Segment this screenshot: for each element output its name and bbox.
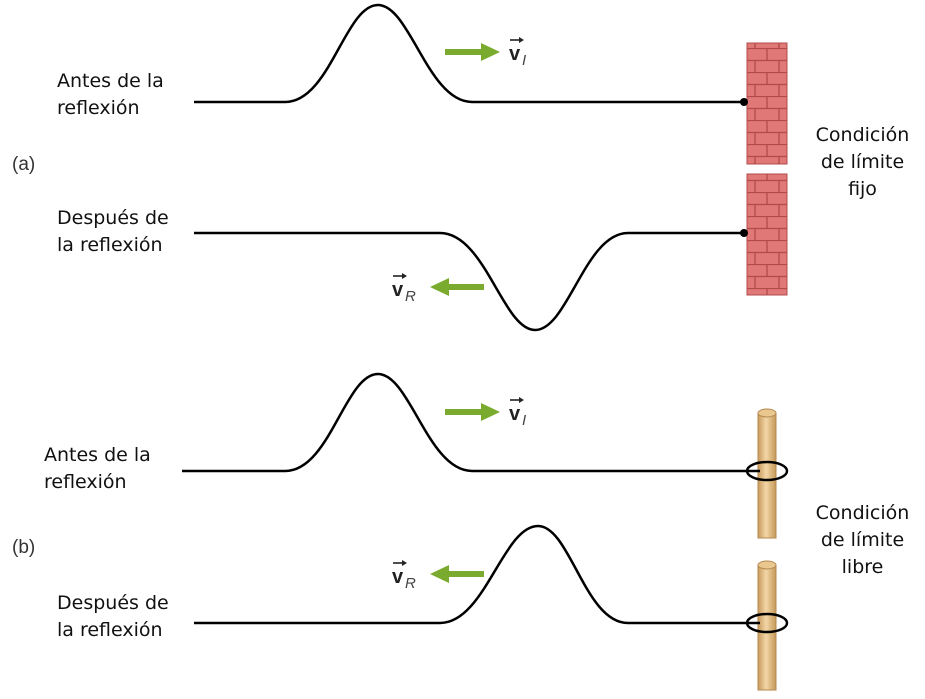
panel-b-tag: (b): [12, 537, 36, 558]
label-line: reflexión: [44, 471, 127, 493]
wave-a-after: [194, 231, 742, 332]
velocity-subscript: R: [405, 575, 416, 592]
label-line: de límite: [820, 529, 905, 551]
brick-wall-upper: [746, 42, 788, 165]
panel-a-condition-label: Condición de límite fijo: [800, 122, 925, 203]
arrow-right-icon: [445, 403, 500, 421]
label-line: la reflexión: [57, 619, 163, 641]
arrow-right-icon: [445, 43, 500, 61]
label-line: libre: [841, 556, 884, 578]
sliding-ring-upper: [745, 460, 789, 482]
panel-a-before-label: Antes de la reflexión: [57, 68, 164, 122]
velocity-subscript: R: [405, 288, 416, 305]
label-line: la reflexión: [57, 234, 163, 256]
label-line: Condición: [815, 124, 910, 146]
velocity-subscript: I: [522, 412, 526, 429]
wall-attachment-dot: [740, 229, 748, 237]
panel-b-before-label: Antes de la reflexión: [44, 442, 151, 496]
velocity-symbol: v: [392, 566, 404, 588]
label-line: fijo: [848, 178, 877, 200]
velocity-symbol: v: [509, 403, 521, 425]
velocity-symbol: v: [509, 43, 521, 65]
label-line: Después de: [57, 207, 169, 229]
post-lower: [757, 560, 777, 691]
panel-a-tag: (a): [12, 154, 36, 175]
wave-b-after: [194, 524, 760, 625]
sliding-ring-lower: [745, 612, 789, 634]
panel-b-condition-label: Condición de límite libre: [800, 500, 925, 581]
panel-b-after-label: Después de la reflexión: [57, 590, 169, 644]
arrow-left-icon: [430, 278, 484, 296]
wave-b-before: [182, 372, 760, 473]
post-upper: [757, 408, 777, 539]
label-line: Condición: [815, 502, 910, 524]
velocity-reflected-label: v R: [392, 560, 416, 592]
label-line: reflexión: [57, 97, 140, 119]
label-line: de límite: [820, 151, 905, 173]
wall-attachment-dot: [740, 98, 748, 106]
arrow-left-icon: [430, 565, 484, 583]
velocity-incident-label: v I: [509, 397, 526, 429]
label-line: Antes de la: [57, 70, 164, 92]
panel-a-after-label: Después de la reflexión: [57, 205, 169, 259]
label-line: Antes de la: [44, 444, 151, 466]
wave-a-before: [194, 3, 742, 104]
velocity-incident-label: v I: [509, 37, 526, 69]
brick-wall-lower: [746, 173, 788, 296]
label-line: Después de: [57, 592, 169, 614]
velocity-subscript: I: [522, 52, 526, 69]
velocity-reflected-label: v R: [392, 273, 416, 305]
velocity-symbol: v: [392, 279, 404, 301]
